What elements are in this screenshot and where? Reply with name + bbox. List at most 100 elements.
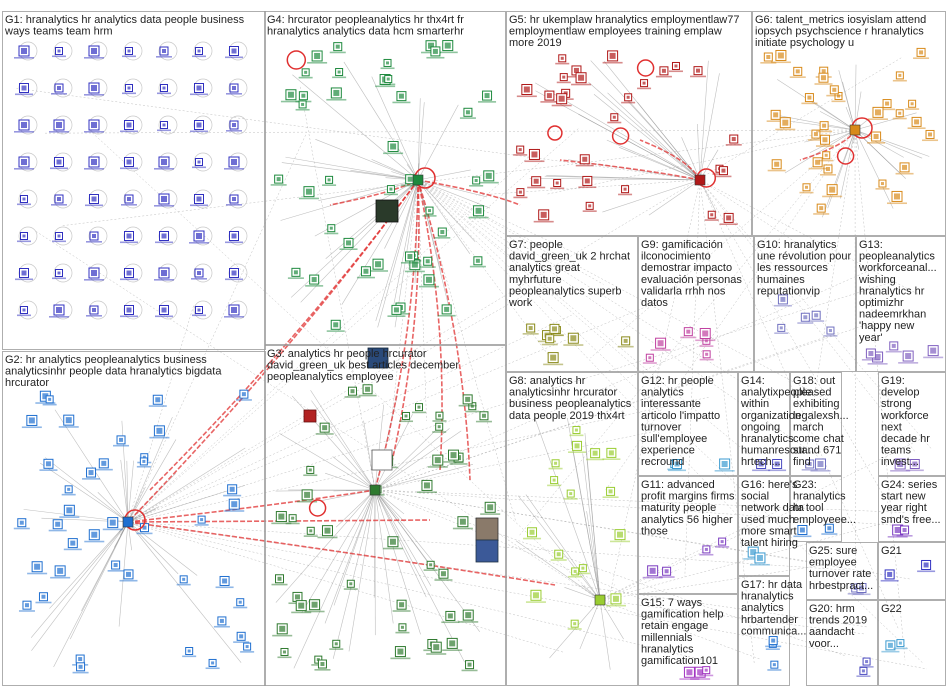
node-label	[298, 197, 319, 200]
hub-node-g2	[122, 516, 134, 528]
self-loop	[123, 41, 143, 61]
node-label	[343, 588, 358, 590]
node-avatar	[57, 86, 61, 90]
node-avatar	[301, 93, 306, 98]
node-label	[715, 546, 730, 548]
node-label	[478, 101, 497, 103]
node-label	[324, 232, 339, 235]
node-avatar	[293, 270, 298, 275]
group-box-g10	[754, 236, 856, 372]
edge	[648, 179, 701, 216]
edge	[374, 489, 465, 663]
node-label	[287, 277, 304, 279]
group-label-g9-line: ilconocimiento	[641, 251, 711, 263]
node-avatar	[350, 389, 355, 394]
edge	[393, 179, 419, 305]
edge	[417, 179, 517, 523]
node-label	[18, 610, 35, 612]
node-avatar	[434, 457, 441, 464]
node-avatar	[119, 437, 124, 442]
node-avatar	[333, 322, 339, 328]
group-label-g13-line: year'	[859, 332, 883, 344]
node-avatar	[569, 492, 573, 496]
group-box-g14	[738, 372, 790, 476]
node-avatar	[550, 354, 557, 361]
node-avatar	[814, 313, 819, 318]
node-label	[885, 350, 902, 353]
group-label-g18-line: legalexsh...	[793, 410, 849, 422]
node-label	[271, 522, 292, 525]
node-avatar	[897, 461, 904, 467]
node-label	[475, 420, 492, 423]
node-avatar	[142, 525, 147, 530]
node-label	[122, 92, 136, 95]
node-avatar	[710, 213, 714, 217]
node-label	[831, 100, 846, 103]
edge	[374, 489, 846, 657]
edge	[127, 486, 146, 523]
edge	[599, 599, 760, 660]
node-avatar	[686, 669, 693, 676]
edge	[374, 489, 911, 580]
strong-edge	[417, 179, 471, 481]
group-label-g19-line: workforce	[880, 410, 929, 422]
node-label	[767, 169, 786, 172]
group-label-g9-line: demostrar impacto	[641, 262, 732, 274]
node-label	[797, 322, 814, 324]
edge	[417, 179, 752, 530]
node-avatar	[324, 527, 331, 534]
group-label-g18-line: pleased	[793, 387, 832, 399]
node-avatar	[574, 443, 580, 449]
edge	[120, 459, 129, 523]
node-avatar	[425, 259, 430, 264]
strong-edge	[417, 179, 521, 206]
node-avatar	[127, 197, 131, 201]
node-avatar	[19, 520, 24, 525]
edge	[529, 178, 701, 181]
node-label	[226, 130, 242, 132]
edge	[384, 179, 419, 249]
edge	[590, 60, 701, 181]
group-label-g11-line: analytics 56 higher	[641, 514, 733, 526]
edge	[699, 60, 709, 181]
node-avatar	[127, 86, 131, 90]
node-label	[14, 57, 34, 59]
node-label	[826, 94, 843, 97]
group-box-g24	[878, 476, 946, 542]
node-avatar	[705, 352, 709, 356]
node-avatar	[573, 622, 577, 626]
edge	[417, 179, 427, 421]
node-label	[547, 484, 562, 487]
node-avatar	[581, 566, 585, 570]
node-avatar	[704, 547, 708, 551]
node-avatar	[197, 271, 201, 275]
self-loop	[193, 300, 213, 320]
edge	[517, 495, 601, 601]
group-labels-layer: G1: hranalytics hr analytics data people…	[4, 14, 941, 667]
group-label-g9-line: G9: gamificación	[641, 239, 723, 251]
node-avatar	[657, 340, 664, 347]
node-label	[765, 648, 780, 650]
node-label	[875, 188, 890, 190]
node-label	[156, 56, 172, 58]
node-avatar	[196, 85, 202, 91]
node-label	[468, 216, 489, 219]
edge	[343, 61, 419, 181]
node-avatar	[162, 123, 166, 127]
group-label-g25-line: employee	[809, 557, 857, 569]
node-avatar	[642, 81, 646, 85]
node-avatar	[518, 148, 522, 152]
node-label	[807, 139, 824, 141]
edge	[127, 521, 868, 628]
node-avatar	[726, 215, 732, 221]
node-avatar	[156, 427, 163, 434]
node-avatar	[389, 538, 396, 545]
node-label	[550, 559, 567, 561]
node-label	[575, 164, 594, 167]
group-box-g9	[638, 236, 754, 372]
node-avatar	[308, 468, 312, 472]
edge	[605, 129, 856, 491]
node-label	[423, 569, 438, 571]
node-label	[441, 621, 460, 624]
node-avatar	[894, 527, 901, 533]
